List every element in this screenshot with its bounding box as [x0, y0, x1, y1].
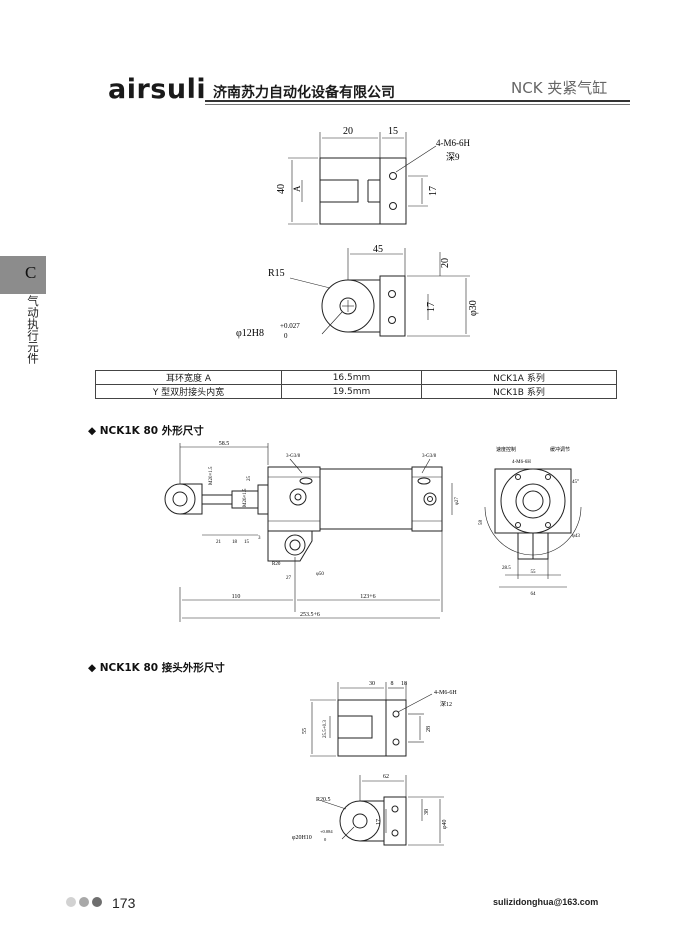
dim-20-side: 20 [440, 258, 451, 268]
footer-dot [66, 897, 76, 907]
dim-62: 62 [383, 774, 389, 780]
dim-55-joint: 55 [302, 728, 308, 734]
side-dim-64: 64 [531, 592, 537, 597]
table-cell: NCK1A 系列 [421, 370, 617, 385]
contact-email: sulizidonghua@163.com [493, 897, 599, 907]
clevis-drawing-side: 45 20 R15 17 φ30 φ12H8 +0.027 0 [236, 244, 479, 340]
joint-thread: 4-M6-6H [434, 690, 457, 696]
header-rule [205, 100, 630, 102]
dim-20: 20 [343, 126, 353, 137]
table-cell: NCK1B 系列 [421, 384, 617, 399]
joint-drawing-top: 30 8 18 4-M6-6H 深12 55 25.5+0.3 28 [302, 681, 457, 757]
thread-spec: 4-M6-6H [436, 138, 470, 148]
section-title-joint: ◆ NCK1K 80 接头外形尺寸 [88, 662, 225, 674]
section-title-dimensions: ◆ NCK1K 80 外形尺寸 [88, 425, 204, 437]
bore-spec: φ12H8 [236, 328, 264, 339]
dim-17: 17 [428, 186, 439, 196]
cushion-label: 缓冲调节 [550, 446, 570, 453]
side-thread: 4-M6-6H [512, 460, 531, 465]
table-row: Y 型双肘接头内宽 19.5mm NCK1B 系列 [95, 384, 617, 399]
table-row: 耳环宽度 A 16.5mm NCK1A 系列 [95, 370, 617, 385]
clevis-drawing-top: 20 15 4-M6-6H 深9 40 A 17 [276, 126, 470, 225]
dim-m26: M26×1.5 [243, 488, 248, 507]
brand-logo: airsuli [108, 74, 207, 105]
port-left: 3-G3/8 [286, 454, 301, 459]
category-tab [0, 256, 46, 294]
footer-dots [66, 897, 102, 907]
dim-18-joint: 18 [401, 681, 407, 687]
dim-3: 3 [258, 536, 261, 541]
page-title: NCK 夹紧气缸 [511, 79, 608, 97]
dim-28: 28 [426, 726, 432, 732]
table-cell: 耳环宽度 A [95, 370, 282, 385]
bore-tol-upper-joint: +0.084 [320, 829, 333, 834]
dim-253: 253.5+6 [300, 612, 320, 618]
dim-m20: M20×1.5 [209, 466, 214, 485]
dia-40: φ40 [442, 820, 448, 829]
joint-depth: 深12 [440, 700, 452, 708]
bore-tol-upper: +0.027 [280, 322, 300, 330]
table-cell: Y 型双肘接头内宽 [95, 384, 282, 399]
radius-r15: R15 [268, 268, 285, 279]
radius-r20-5: R20.5 [316, 797, 331, 803]
side-dia-43: φ43 [572, 534, 580, 539]
dim-21: 21 [216, 540, 222, 545]
page-header: airsuli 济南苏力自动化设备有限公司 NCK 夹紧气缸 [0, 0, 700, 110]
dim-58: 58 [479, 520, 484, 526]
dim-18: 18 [232, 540, 238, 545]
cylinder-drawing: 58.5 M20×1.5 M26×1.5 3-G3/8 3-G3/8 25 21… [164, 441, 582, 622]
bore-spec-joint: φ20H10 [292, 835, 312, 841]
table-cell: 16.5mm [281, 370, 422, 385]
dim-15: 15 [388, 126, 398, 137]
dim-25: 25 [247, 476, 252, 482]
speed-control-label: 速度控制 [496, 446, 516, 453]
table-cell: 19.5mm [281, 384, 422, 399]
dia-50: φ50 [316, 572, 324, 577]
side-dim-28-5: 28.5 [502, 566, 511, 571]
header-rule-thin [205, 104, 630, 105]
spec-table: 耳环宽度 A 16.5mm NCK1A 系列 Y 型双肘接头内宽 19.5mm … [95, 370, 617, 399]
bore-tol-lower: 0 [284, 332, 288, 340]
radius-r20: R20 [272, 562, 281, 567]
dim-8: 8 [391, 681, 394, 687]
dia-27: φ27 [455, 497, 460, 505]
dim-38: 38 [424, 809, 430, 815]
category-letter: C [25, 263, 37, 282]
joint-drawing-side: 62 R20.5 38 φ40 17 φ20H10 +0.084 0 [292, 774, 448, 846]
dim-110: 110 [232, 594, 241, 600]
dia-30: φ30 [468, 300, 479, 316]
dim-17-joint: 17 [376, 819, 382, 825]
thread-depth: 深9 [446, 152, 460, 162]
dim-40: 40 [276, 184, 287, 194]
dim-30: 30 [369, 681, 375, 687]
side-angle: 45° [572, 480, 579, 485]
dim-27: 27 [286, 576, 292, 581]
dim-45: 45 [373, 244, 383, 255]
page-number: 173 [112, 895, 136, 911]
dim-123: 123+6 [360, 594, 375, 600]
side-dim-55: 55 [531, 570, 537, 575]
footer-dot [92, 897, 102, 907]
dim-17-side: 17 [426, 302, 437, 312]
port-right: 3-G3/8 [422, 454, 437, 459]
label-a: A [292, 185, 302, 192]
dim-15-cyl: 15 [244, 540, 250, 545]
company-name: 济南苏力自动化设备有限公司 [213, 85, 395, 101]
category-label: 气动执行元件 [26, 295, 40, 364]
footer-dot [79, 897, 89, 907]
bore-tol-lower-joint: 0 [324, 837, 327, 842]
dim-58-5: 58.5 [219, 441, 230, 447]
joint-tolerance: 25.5+0.3 [323, 720, 328, 738]
